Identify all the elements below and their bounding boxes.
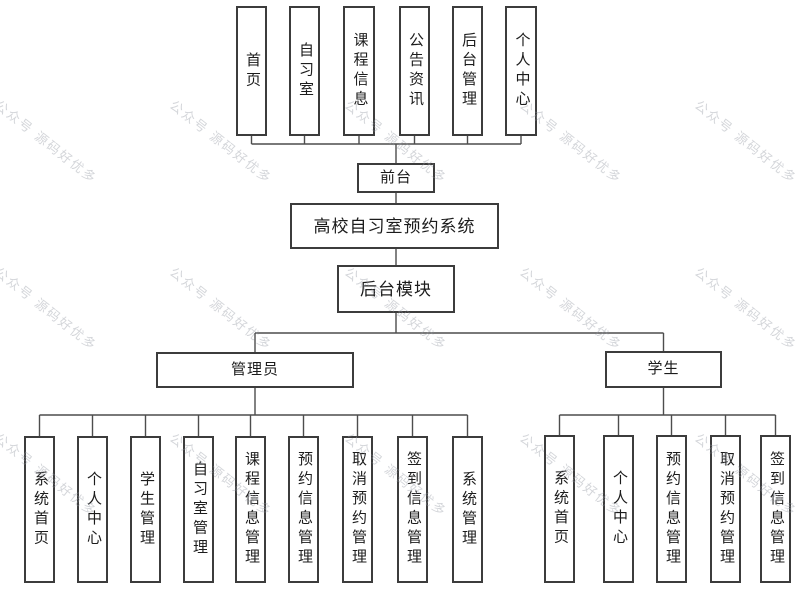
node-admin-personal-center: 个人中心 <box>77 436 108 583</box>
node-label: 取消预约管理 <box>350 451 366 568</box>
node-label: 个人中心 <box>85 470 101 549</box>
node-admin-reservation-mgmt: 预约信息管理 <box>288 436 319 583</box>
node-student-checkin-mgmt: 签到信息管理 <box>760 435 791 583</box>
node-admin-studyroom-mgmt: 自习室管理 <box>183 436 214 583</box>
node-label: 预约信息管理 <box>664 450 680 568</box>
node-label: 取消预约管理 <box>718 450 734 568</box>
node-announcements: 公告资讯 <box>399 6 430 136</box>
node-label: 高校自习室预约系统 <box>313 216 476 236</box>
node-admin-student-mgmt: 学生管理 <box>130 436 161 583</box>
node-student-personal-center: 个人中心 <box>603 435 634 583</box>
node-admin-checkin-mgmt: 签到信息管理 <box>397 436 428 583</box>
node-label: 学生 <box>647 361 680 377</box>
node-label: 管理员 <box>230 361 279 378</box>
node-system-title: 高校自习室预约系统 <box>290 203 499 249</box>
node-admin: 管理员 <box>156 352 354 388</box>
node-label: 个人中心 <box>513 32 530 110</box>
node-label: 自习室管理 <box>191 460 207 559</box>
node-label: 首页 <box>244 51 260 91</box>
node-label: 个人中心 <box>611 470 627 548</box>
node-student-reservation-mgmt: 预约信息管理 <box>656 435 687 583</box>
node-backend-mgmt: 后台管理 <box>452 6 483 136</box>
node-label: 课程信息 <box>351 32 368 110</box>
node-student-system-home: 系统首页 <box>544 435 575 583</box>
node-front-desk: 前台 <box>357 163 435 193</box>
node-label: 公告资讯 <box>407 32 423 110</box>
node-study-room: 自习室 <box>289 6 320 136</box>
node-admin-system-home: 系统首页 <box>24 436 55 583</box>
node-admin-system-mgmt: 系统管理 <box>452 436 483 583</box>
node-label: 系统管理 <box>460 470 476 549</box>
node-label: 课程信息管理 <box>243 451 259 568</box>
node-home: 首页 <box>236 6 267 136</box>
node-admin-course-info-mgmt: 课程信息管理 <box>235 436 266 583</box>
node-student-cancel-reservation-mgmt: 取消预约管理 <box>710 435 741 583</box>
node-label: 系统首页 <box>32 470 48 549</box>
node-label: 预约信息管理 <box>296 451 312 568</box>
node-student: 学生 <box>605 351 722 388</box>
node-backend-module: 后台模块 <box>337 265 455 313</box>
node-label: 学生管理 <box>138 470 154 549</box>
node-label: 后台管理 <box>460 32 476 110</box>
node-course-info: 课程信息 <box>343 6 375 136</box>
node-label: 签到信息管理 <box>405 451 421 568</box>
node-admin-cancel-reservation-mgmt: 取消预约管理 <box>342 436 373 583</box>
node-personal-center: 个人中心 <box>505 6 537 136</box>
node-label: 后台模块 <box>360 279 432 299</box>
node-label: 前台 <box>379 169 412 186</box>
node-label: 签到信息管理 <box>768 450 784 568</box>
connector-path <box>38 136 777 436</box>
node-label: 系统首页 <box>552 470 568 548</box>
node-label: 自习室 <box>297 41 313 101</box>
